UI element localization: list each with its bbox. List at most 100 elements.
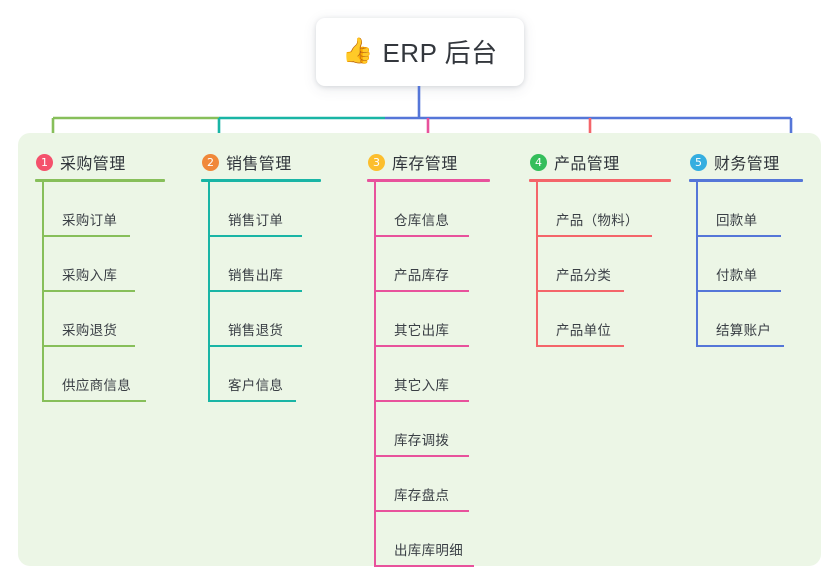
list-item-underline <box>42 400 146 402</box>
list-item[interactable]: 销售出库 <box>208 237 321 292</box>
column-items-3: 仓库信息产品库存其它出库其它入库库存调拨库存盘点出库库明细 <box>374 182 490 567</box>
column-badge-4: 4 <box>530 153 547 171</box>
list-item-underline <box>208 290 302 292</box>
thumbs-up-icon: 👍 <box>342 36 374 65</box>
list-item-label: 仓库信息 <box>394 213 450 228</box>
column-1: 1 采购管理采购订单采购入库采购退货供应商信息 <box>18 145 165 402</box>
list-item-underline <box>42 290 135 292</box>
column-3: 3 库存管理仓库信息产品库存其它出库其它入库库存调拨库存盘点出库库明细 <box>350 145 490 567</box>
list-item[interactable]: 销售订单 <box>208 182 321 237</box>
column-spine-5 <box>696 182 698 347</box>
list-item[interactable]: 产品库存 <box>374 237 490 292</box>
list-item[interactable]: 客户信息 <box>208 347 321 402</box>
list-item[interactable]: 供应商信息 <box>42 347 165 402</box>
column-header-2[interactable]: 2 销售管理 <box>184 145 321 179</box>
column-items-4: 产品（物料） 产品分类产品单位 <box>536 182 671 347</box>
list-item[interactable]: 产品分类 <box>536 237 671 292</box>
column-title-2: 销售管理 <box>226 156 292 173</box>
list-item[interactable]: 回款单 <box>696 182 803 237</box>
list-item-label: 付款单 <box>716 268 758 283</box>
list-item-label: 销售退货 <box>228 323 284 338</box>
list-item-underline <box>696 345 784 347</box>
column-2: 2 销售管理销售订单销售出库销售退货客户信息 <box>184 145 321 402</box>
list-item[interactable]: 采购入库 <box>42 237 165 292</box>
list-item-label: 出库库明细 <box>394 543 463 558</box>
list-item-label: 产品库存 <box>394 268 450 283</box>
list-item-underline <box>536 290 624 292</box>
list-item-underline <box>536 345 624 347</box>
list-item[interactable]: 仓库信息 <box>374 182 490 237</box>
list-item-underline <box>374 235 469 237</box>
list-item-label: 产品分类 <box>556 268 612 283</box>
column-badge-1: 1 <box>36 153 53 171</box>
list-item-underline <box>374 400 469 402</box>
list-item[interactable]: 结算账户 <box>696 292 803 347</box>
list-item-label: 采购入库 <box>62 268 118 283</box>
column-underline-5 <box>689 179 803 182</box>
column-title-1: 采购管理 <box>60 156 126 173</box>
list-item[interactable]: 其它出库 <box>374 292 490 347</box>
list-item-underline <box>536 235 652 237</box>
list-item[interactable]: 产品单位 <box>536 292 671 347</box>
column-badge-2: 2 <box>202 153 219 171</box>
list-item[interactable]: 销售退货 <box>208 292 321 347</box>
column-header-3[interactable]: 3 库存管理 <box>350 145 490 179</box>
list-item-label: 销售订单 <box>228 213 284 228</box>
column-header-1[interactable]: 1 采购管理 <box>18 145 165 179</box>
column-spine-2 <box>208 182 210 402</box>
list-item[interactable]: 出库库明细 <box>374 512 490 567</box>
column-header-5[interactable]: 5 财务管理 <box>672 145 803 179</box>
column-spine-1 <box>42 182 44 402</box>
column-title-5: 财务管理 <box>714 156 780 173</box>
root-node-card[interactable]: 👍 ERP 后台 <box>316 18 524 86</box>
list-item-label: 库存调拨 <box>394 433 450 448</box>
column-5: 5 财务管理回款单付款单结算账户 <box>672 145 803 347</box>
list-item[interactable]: 库存调拨 <box>374 402 490 457</box>
root-node-title: ERP 后台 <box>382 37 498 68</box>
column-title-4: 产品管理 <box>554 156 620 173</box>
list-item-label: 采购退货 <box>62 323 118 338</box>
list-item-label: 回款单 <box>716 213 758 228</box>
list-item-underline <box>42 345 135 347</box>
column-underline-2 <box>201 179 321 182</box>
list-item-underline <box>208 345 302 347</box>
list-item-underline <box>374 455 469 457</box>
list-item-underline <box>374 565 474 567</box>
column-underline-4 <box>529 179 671 182</box>
branches-panel <box>18 133 821 566</box>
list-item[interactable]: 付款单 <box>696 237 803 292</box>
list-item-underline <box>208 235 302 237</box>
column-underline-1 <box>35 179 165 182</box>
list-item-underline <box>208 400 296 402</box>
list-item-label: 供应商信息 <box>62 378 131 393</box>
list-item[interactable]: 其它入库 <box>374 347 490 402</box>
column-underline-3 <box>367 179 490 182</box>
column-title-3: 库存管理 <box>392 156 458 173</box>
column-badge-3: 3 <box>368 153 385 171</box>
list-item[interactable]: 产品（物料） <box>536 182 671 237</box>
list-item[interactable]: 采购退货 <box>42 292 165 347</box>
list-item-label: 库存盘点 <box>394 488 450 503</box>
root-node-content: 👍 ERP 后台 <box>342 33 497 70</box>
list-item-underline <box>42 235 130 237</box>
column-badge-5: 5 <box>690 153 707 171</box>
list-item-label: 产品单位 <box>556 323 612 338</box>
column-items-1: 采购订单采购入库采购退货供应商信息 <box>42 182 165 402</box>
column-spine-4 <box>536 182 538 347</box>
column-header-4[interactable]: 4 产品管理 <box>512 145 671 179</box>
list-item[interactable]: 库存盘点 <box>374 457 490 512</box>
list-item-underline <box>696 235 781 237</box>
column-items-5: 回款单付款单结算账户 <box>696 182 803 347</box>
column-4: 4 产品管理产品（物料） 产品分类产品单位 <box>512 145 671 347</box>
list-item-label: 采购订单 <box>62 213 118 228</box>
list-item[interactable]: 采购订单 <box>42 182 165 237</box>
list-item-label: 销售出库 <box>228 268 284 283</box>
list-item-label: 其它入库 <box>394 378 450 393</box>
column-items-2: 销售订单销售出库销售退货客户信息 <box>208 182 321 402</box>
list-item-label: 结算账户 <box>716 323 772 338</box>
list-item-underline <box>374 345 469 347</box>
list-item-underline <box>696 290 781 292</box>
list-item-underline <box>374 290 469 292</box>
column-spine-3 <box>374 182 376 567</box>
